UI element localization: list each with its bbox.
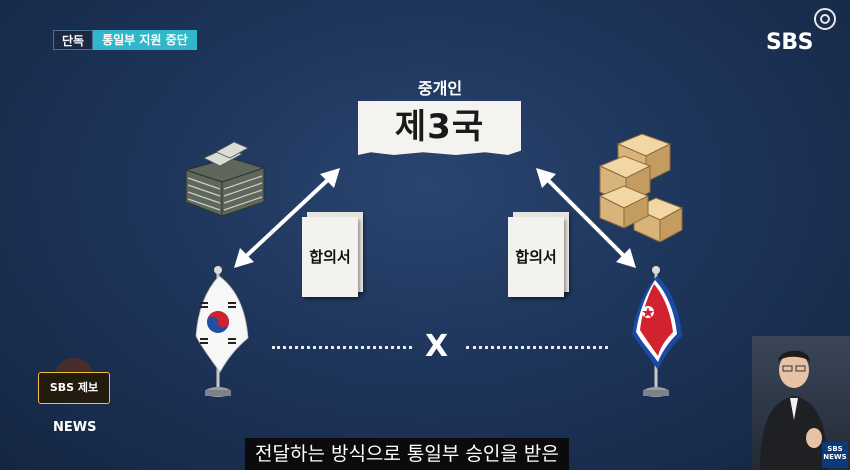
third-country-card: 제3국 bbox=[358, 101, 521, 155]
third-country-text: 제3국 bbox=[394, 107, 485, 147]
headline-text: 통일부 지원 중단 bbox=[93, 30, 197, 50]
mini-logo-line2: NEWS bbox=[823, 453, 847, 461]
mediator-label: 중개인 bbox=[417, 79, 463, 98]
dotted-line-left bbox=[272, 346, 412, 349]
sbs-news-mini-logo: SBS NEWS bbox=[822, 442, 848, 468]
news-label: NEWS bbox=[53, 420, 97, 435]
sign-interpreter-figure bbox=[760, 350, 828, 470]
dotted-line-right bbox=[466, 346, 608, 349]
mini-logo-line1: SBS bbox=[827, 445, 843, 453]
sbs-logo: SBS bbox=[766, 30, 813, 55]
right-agreement-document: 합의서 bbox=[508, 217, 564, 297]
subtitle-caption: 전달하는 방식으로 통일부 승인을 받은 bbox=[245, 438, 569, 470]
exclusive-badge: 단독 bbox=[53, 30, 94, 50]
sbs-report-button[interactable]: SBS 제보 bbox=[38, 372, 110, 404]
cargo-boxes-icon bbox=[598, 133, 684, 242]
no-direct-link-mark: X bbox=[425, 329, 449, 364]
right-document-label: 합의서 bbox=[515, 248, 557, 266]
cash-stack-icon bbox=[184, 141, 266, 217]
south-korea-flag-icon bbox=[195, 266, 249, 397]
right-double-arrow-icon bbox=[536, 168, 636, 268]
headline-badge: 단독 통일부 지원 중단 bbox=[53, 30, 197, 50]
north-korea-flag-icon bbox=[632, 266, 682, 397]
sbs-ring-icon bbox=[814, 8, 836, 30]
left-agreement-document: 합의서 bbox=[302, 217, 358, 297]
left-double-arrow-icon bbox=[234, 168, 340, 268]
left-document-label: 합의서 bbox=[309, 248, 351, 266]
